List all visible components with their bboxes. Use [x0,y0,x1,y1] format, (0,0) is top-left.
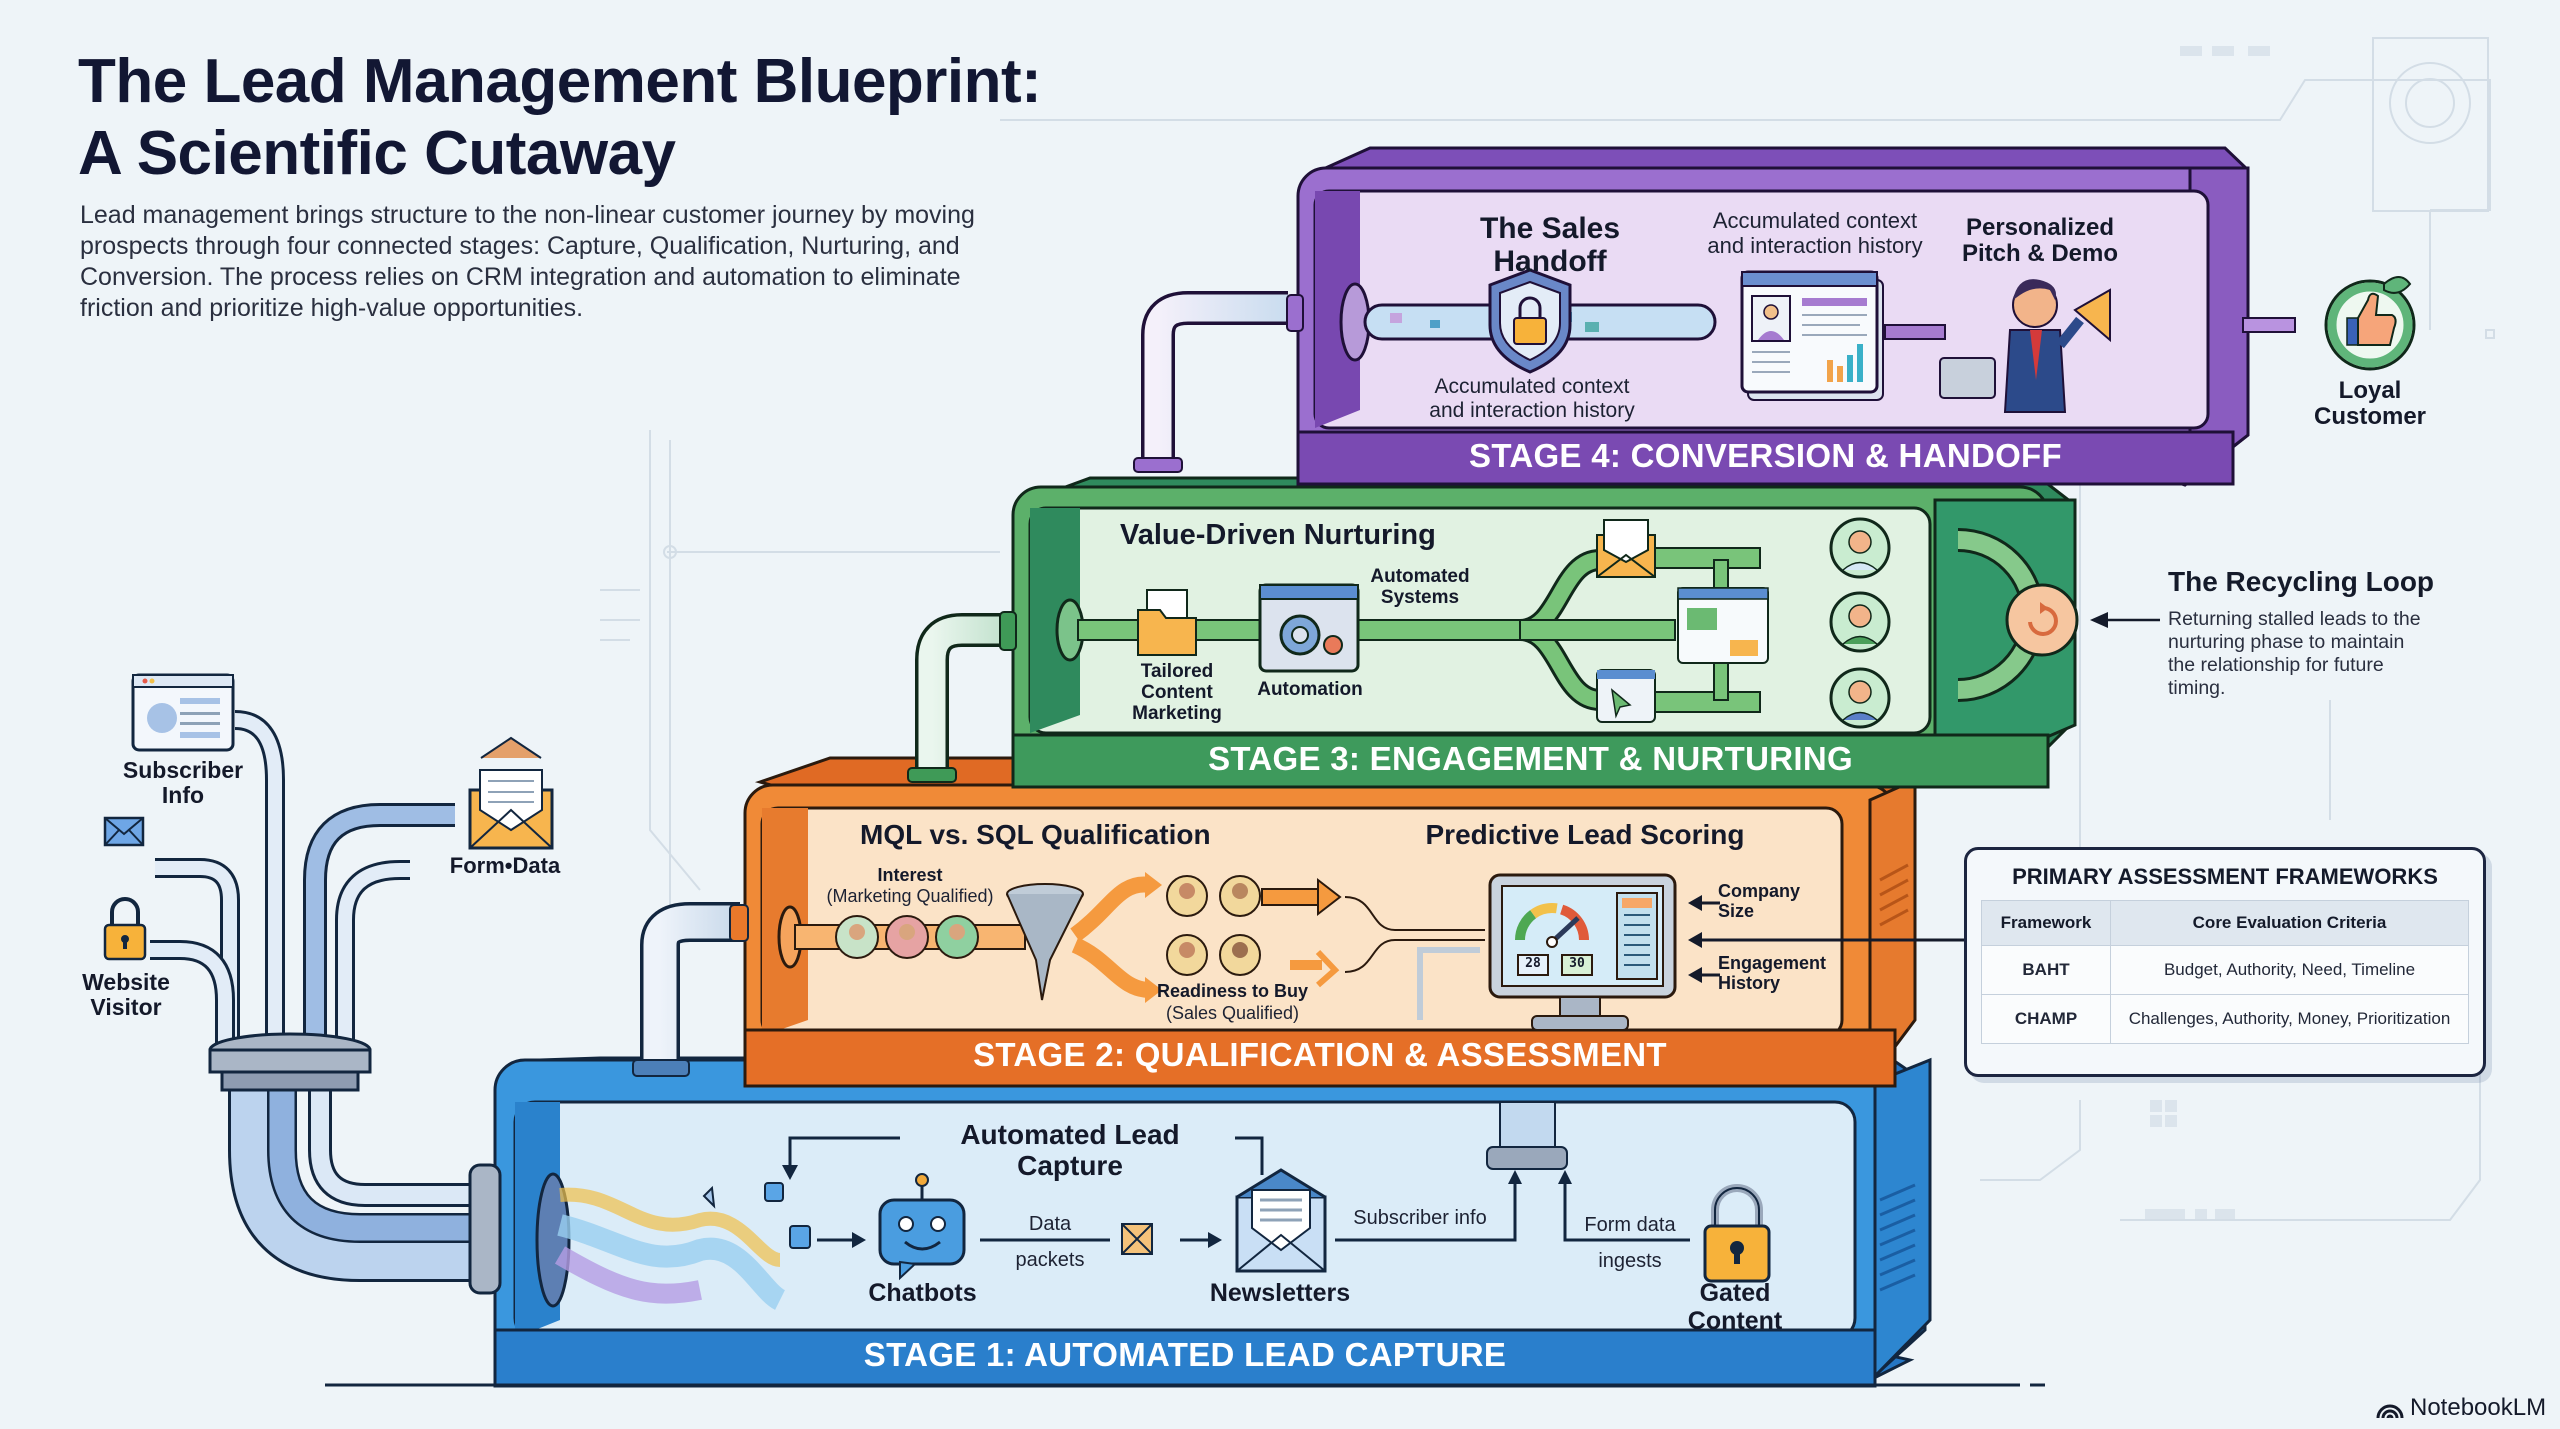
frameworks-table: Framework Core Evaluation Criteria BAHT … [1981,900,2469,1044]
newsletter-icon [1235,1168,1327,1273]
data-packets-label: Data packets [1015,1213,1085,1271]
lead-avatars-mql [835,915,979,959]
title-line-1: The Lead Management Blueprint: [78,47,1042,116]
interest-label: Interest [877,865,943,885]
page-title: The Lead Management Blueprint:A Scientif… [78,46,1042,190]
context-label-bottom: Accumulated context and interaction hist… [1429,375,1635,423]
engagement-history-label: Engagement History [1718,953,1827,993]
framework-criteria: Challenges, Authority, Money, Prioritiza… [2110,994,2469,1044]
nurturing-title: Value-Driven Nurturing [1120,519,1436,551]
automated-systems-label: Automated Systems [1370,566,1470,608]
lead-capture-title: Automated Lead Capture [960,1119,1180,1181]
lead-avatars-sql [1166,875,1261,976]
automation-gear-window-icon [1258,583,1360,673]
pipe-stage1-to-stage2 [632,902,749,1077]
customer-profile-icon [1740,270,1884,401]
content-folder-icon [1137,589,1197,656]
brand-name: NotebookLM [2410,1394,2547,1421]
source-pipes [150,710,502,1295]
stage-2-flow [777,872,1965,1031]
funnel-icon [1006,883,1084,1001]
marketing-qualified-label: (Marketing Qualified) [826,886,994,906]
title-line-2: A Scientific Cutaway [78,119,676,188]
automation-label: Automation [1257,679,1363,700]
company-size-label: Company Size [1718,881,1801,921]
sales-handoff-title: The Sales Handoff [1479,212,1621,278]
stage-3-banner: STAGE 3: ENGAGEMENT & NURTURING [1208,740,1853,777]
email-icon [103,816,145,847]
column-header-criteria: Core Evaluation Criteria [2110,900,2469,946]
background-circuitry [600,37,2495,1221]
source-label-form-data: Form•Data [449,853,561,878]
framework-criteria: Budget, Authority, Need, Timeline [2110,945,2469,995]
website-visitor-lock-icon [103,897,147,961]
landing-page-icon [1677,587,1769,664]
pipe-stage3-to-stage4 [1133,291,1304,473]
tailored-content-label: Tailored Content Marketing [1132,661,1222,724]
framework-name: BAHT [1981,945,2111,995]
newsletters-label: Newsletters [1209,1279,1351,1307]
column-header-framework: Framework [1981,900,2111,946]
loyal-customer-badge-icon [2324,276,2416,371]
context-label-top: Accumulated context and interaction hist… [1707,208,1923,259]
frameworks-title: PRIMARY ASSESSMENT FRAMEWORKS [2012,864,2438,889]
stage-3-flow [1055,517,2160,729]
gated-content-lock-icon [1703,1184,1771,1283]
lead-scoring-monitor-icon [1488,873,1677,1031]
background-dashes [2145,46,2270,1219]
frameworks-header-row: Framework Core Evaluation Criteria [1981,900,2469,946]
lead-scoring-title: Predictive Lead Scoring [1425,819,1745,850]
nurture-contacts [1829,517,1891,729]
source-label-website-visitor: Website Visitor [82,969,170,1021]
recycling-loop-title: The Recycling Loop [2168,566,2435,597]
assessment-frameworks-panel: PRIMARY ASSESSMENT FRAMEWORKS Framework … [1964,847,2486,1077]
recycling-loop-description: Returning stalled leads to the nurturing… [2168,608,2421,699]
table-row: CHAMP Challenges, Authority, Money, Prio… [1981,994,2469,1044]
stage-4-flow [1339,268,2296,413]
chatbots-label: Chatbots [868,1279,977,1307]
stage-2-banner: STAGE 2: QUALIFICATION & ASSESSMENT [973,1036,1667,1073]
notebooklm-logo-icon [2376,1404,2404,1419]
pitch-demo-label: Personalized Pitch & Demo [1961,214,2119,268]
salesperson-megaphone-icon [1939,279,2111,413]
intro-paragraph: Lead management brings structure to the … [80,201,975,322]
security-shield-lock-icon [1488,268,1572,374]
chatbot-icon [878,1173,966,1281]
recycle-icon [2005,583,2079,657]
sales-qualified-label: (Sales Qualified) [1165,1003,1300,1023]
brand-watermark: NotebookLM [2374,1394,2546,1422]
form-data-ingests-label: Form data ingests [1584,1214,1676,1272]
stage-1-banner: STAGE 1: AUTOMATED LEAD CAPTURE [863,1336,1507,1373]
subscriber-info-label: Subscriber info [1353,1207,1487,1229]
score-left-readout: 28 [1525,956,1541,971]
stage-1-flow [535,1101,1771,1310]
subscriber-browser-icon [131,673,235,752]
gated-content-label: Gated Content [1687,1279,1783,1335]
pipe-stage2-to-stage3 [907,611,1017,783]
score-right-readout: 30 [1569,956,1585,971]
mql-sql-title: MQL vs. SQL Qualification [860,819,1211,850]
framework-name: CHAMP [1981,994,2111,1044]
click-cursor-window-icon [1596,669,1656,723]
stage-2-box [743,756,1917,1088]
form-data-envelope-icon [468,736,554,850]
email-nurture-icon [1596,519,1656,578]
readiness-label: Readiness to Buy [1156,981,1309,1001]
stage-4-banner: STAGE 4: CONVERSION & HANDOFF [1469,437,2062,474]
loyal-customer-label: Loyal Customer [2313,377,2427,431]
source-label-subscriber-info: Subscriber Info [122,757,244,809]
table-row: BAHT Budget, Authority, Need, Timeline [1981,945,2469,995]
